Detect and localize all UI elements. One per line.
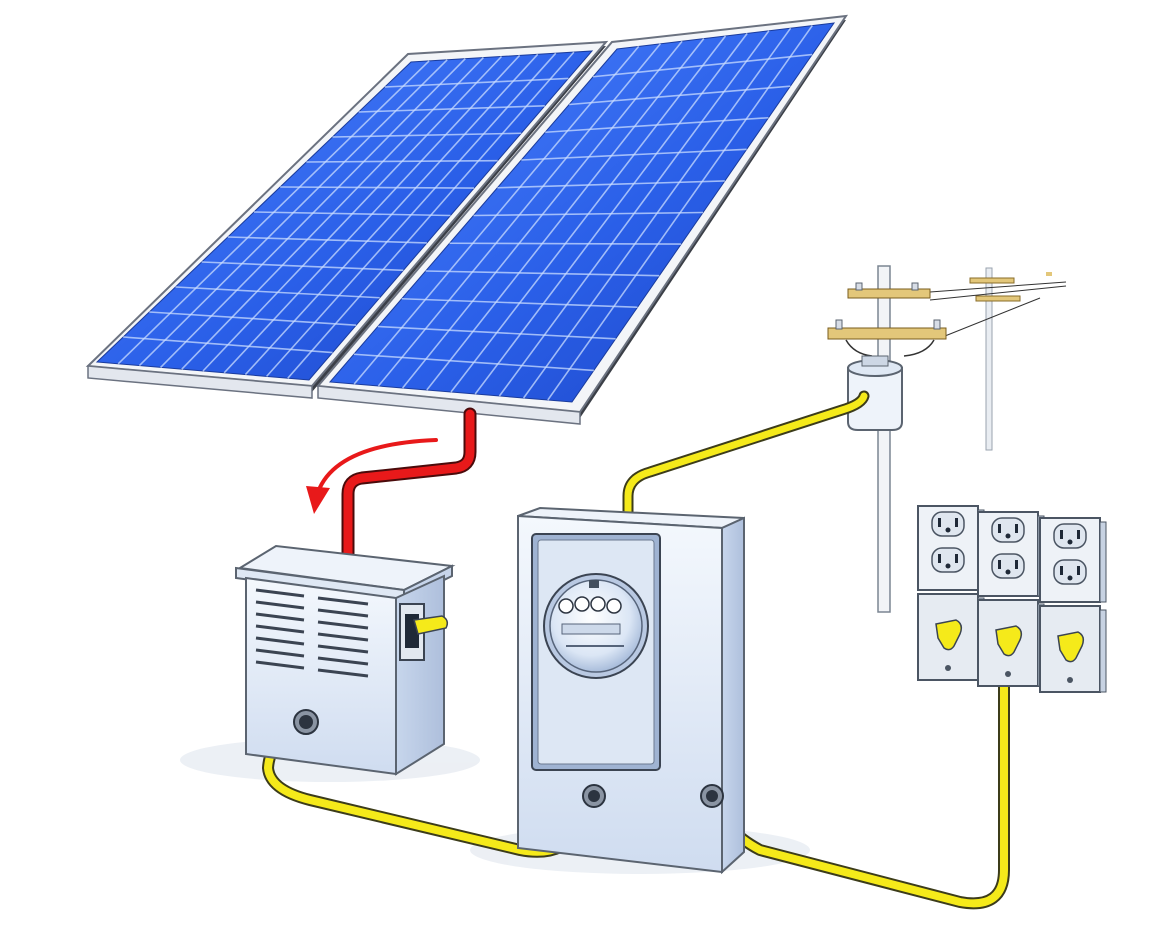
pole-meter-socket	[847, 355, 903, 431]
outlet-receptacle[interactable]	[1039, 517, 1107, 603]
outlet-array	[917, 505, 1107, 693]
outlet-receptacle[interactable]	[977, 511, 1045, 597]
curved-down-arrow-icon	[306, 438, 438, 514]
solar-panel-right	[315, 14, 849, 425]
disconnect-switch[interactable]	[399, 603, 449, 661]
cable-port	[293, 709, 319, 735]
insulator-icon	[835, 282, 941, 330]
light-switch[interactable]	[1039, 605, 1107, 693]
meter-dial	[543, 573, 649, 679]
solar-panel-left	[85, 40, 609, 399]
electric-meter	[517, 506, 745, 875]
inverter	[235, 544, 456, 776]
utility-pole-far	[929, 267, 1067, 451]
cable-port	[582, 784, 724, 808]
dc-wire	[341, 407, 477, 569]
vent-slots	[255, 588, 369, 678]
light-switch[interactable]	[977, 599, 1045, 687]
light-switch[interactable]	[917, 593, 985, 681]
outlet-receptacle[interactable]	[917, 505, 985, 591]
utility-pole	[827, 265, 947, 613]
